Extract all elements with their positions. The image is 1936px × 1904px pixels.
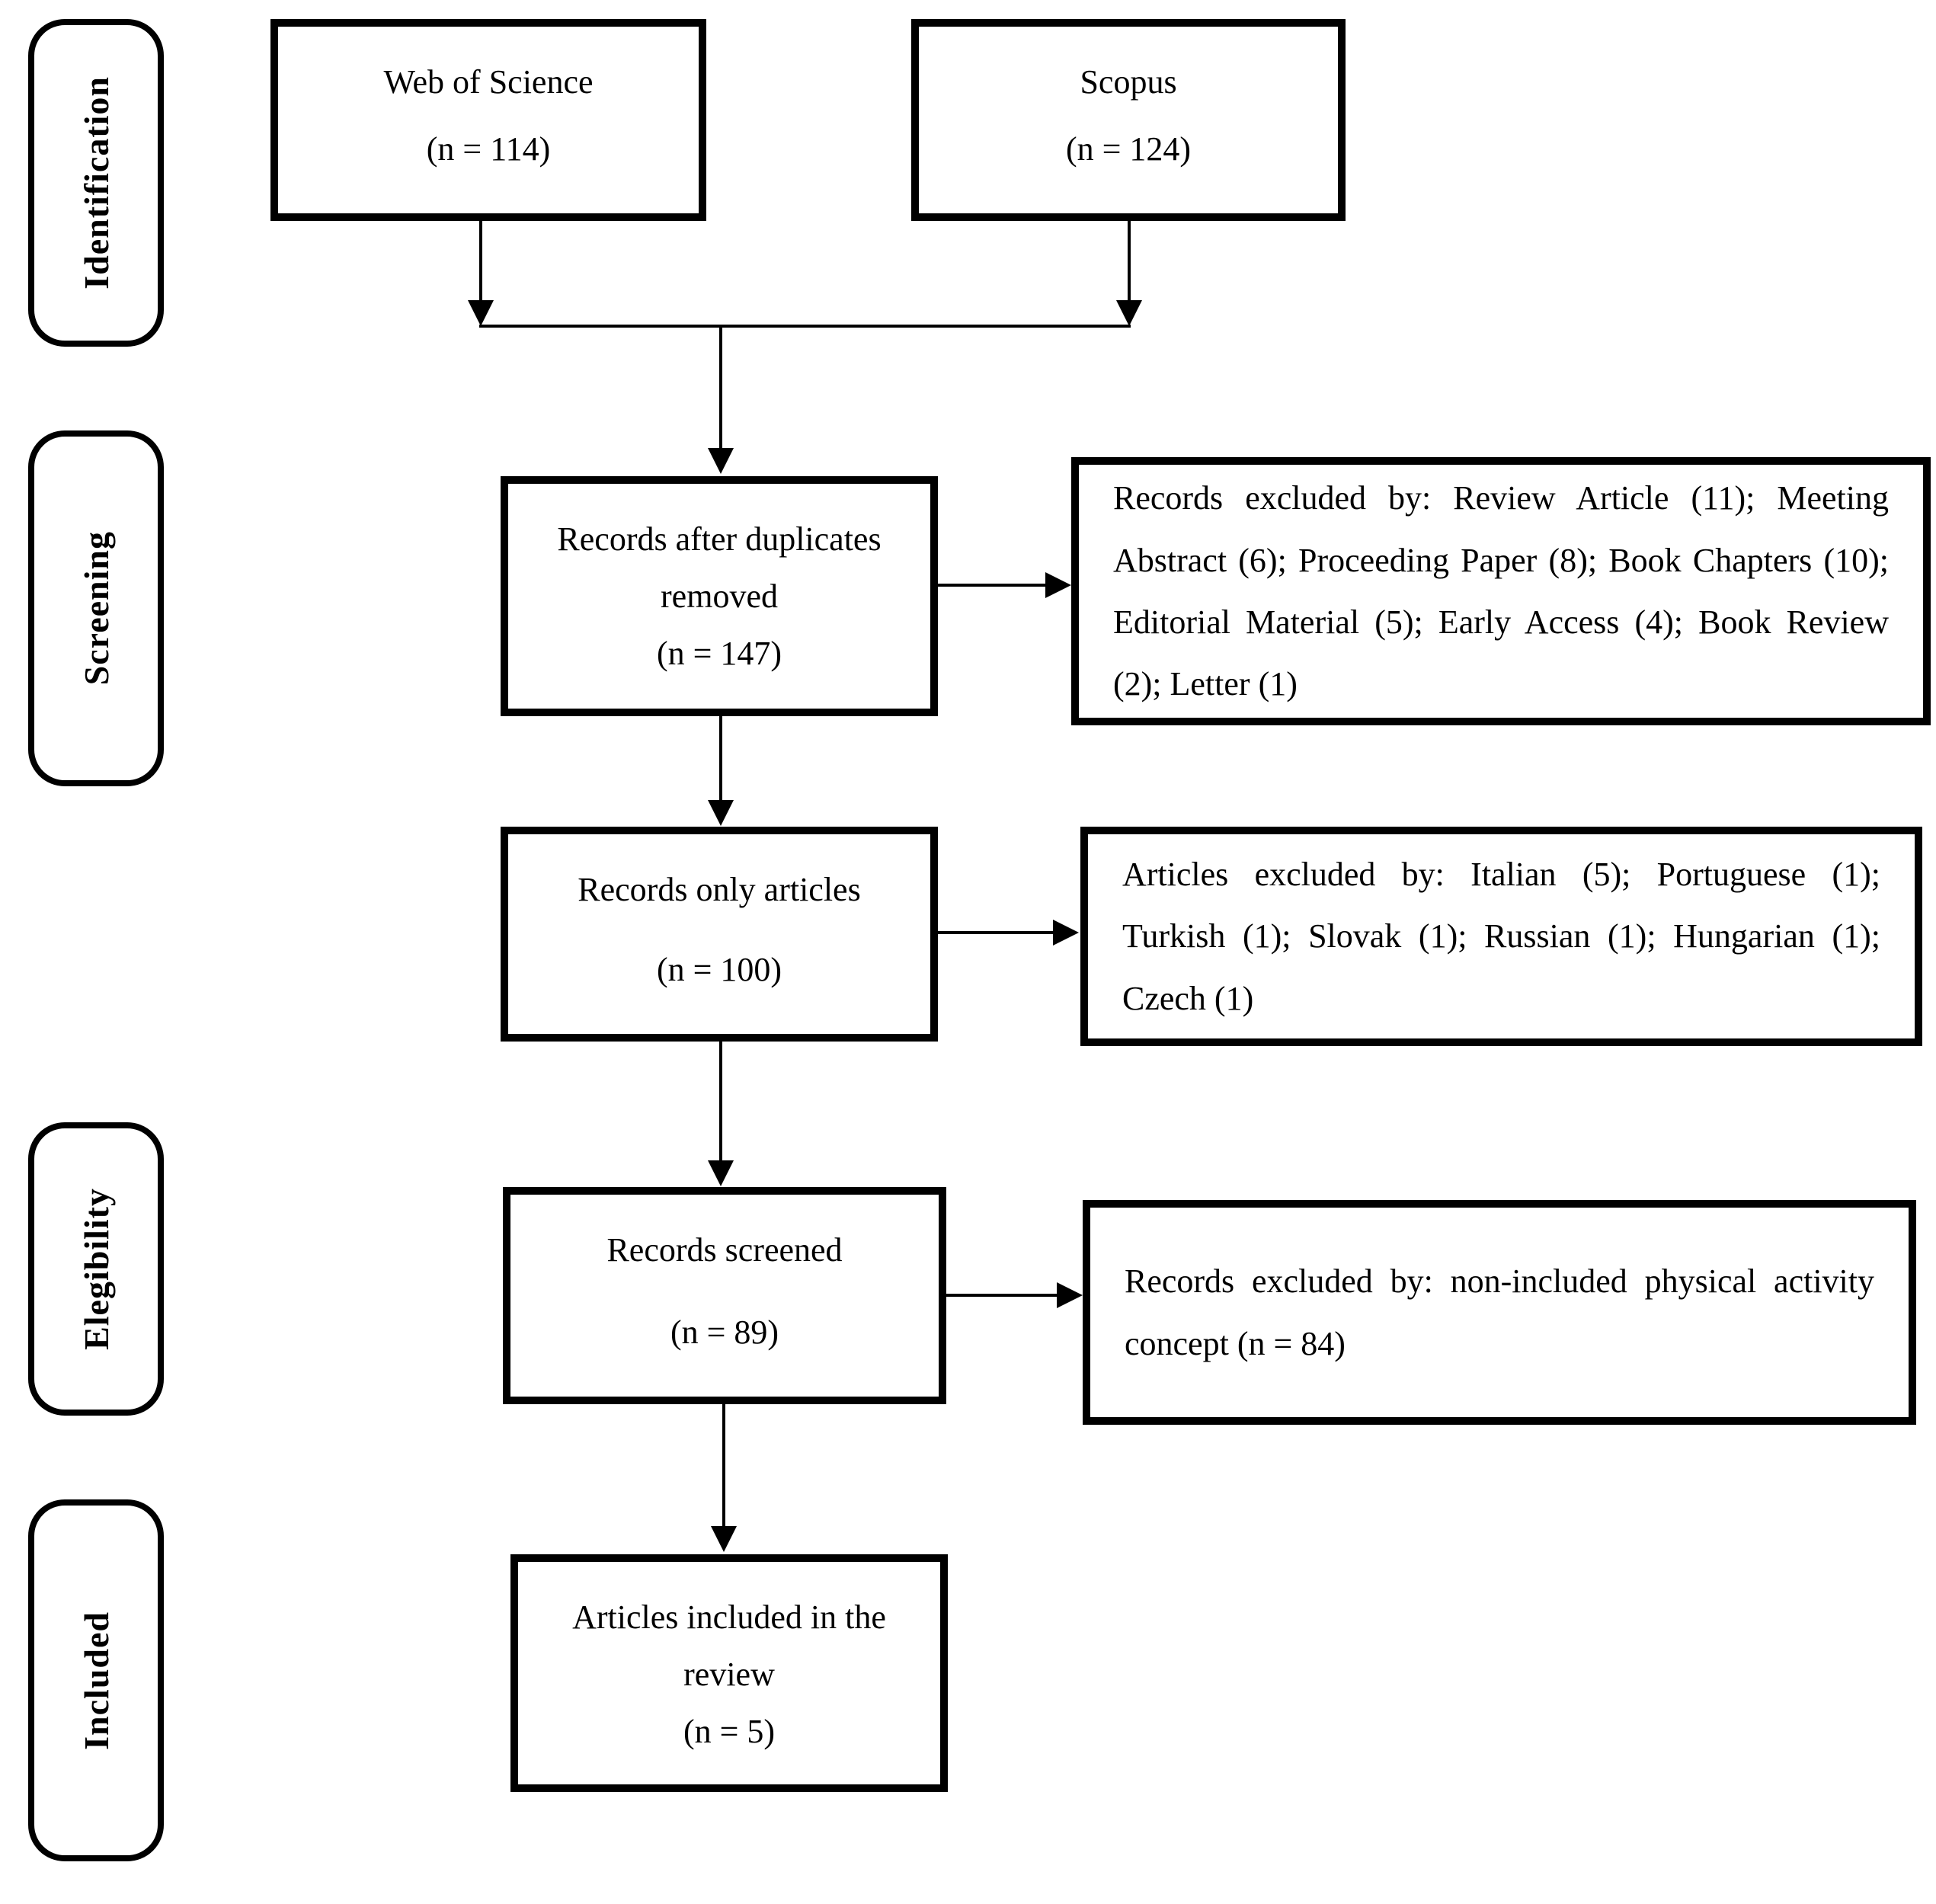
stage-elegibility: Elegibility [28,1122,164,1416]
stage-screening-label: Screening [76,531,116,686]
box-after-duplicates-count: (n = 147) [656,634,782,672]
box-excluded-concept-text: Records excluded by: non-included physic… [1125,1262,1874,1362]
box-web-of-science: Web of Science (n = 114) [270,19,706,221]
box-excluded-record-types-text: Records excluded by: Review Article (11)… [1113,479,1889,703]
connector-screened-to-included-line [722,1404,725,1526]
box-excluded-languages: Articles excluded by: Italian (5); Portu… [1080,827,1922,1046]
connector-wos-down-line [479,221,482,300]
connector-duplicates-to-exclusion1-arrowhead [1045,572,1071,598]
box-included-count: (n = 5) [683,1712,776,1750]
connector-only-articles-to-screened-line [719,1042,722,1160]
box-scopus-label: Scopus [1080,63,1177,101]
box-excluded-concept: Records excluded by: non-included physic… [1083,1200,1916,1425]
connector-screened-to-exclusion3-arrowhead [1057,1282,1083,1308]
connector-only-articles-to-screened-arrowhead [708,1160,734,1186]
connector-wos-down-arrowhead [468,300,494,326]
stage-included-label: Included [76,1611,116,1750]
connector-merge-to-duplicates-line [719,328,722,448]
box-web-of-science-count: (n = 114) [426,130,551,168]
box-included: Articles included in the review (n = 5) [510,1554,948,1792]
box-after-duplicates: Records after duplicates removed (n = 14… [501,476,938,716]
connector-scopus-down-line [1128,221,1131,300]
stage-elegibility-label: Elegibility [76,1188,116,1350]
box-screened: Records screened (n = 89) [503,1187,946,1404]
connector-only-articles-to-exclusion2-line [938,931,1053,934]
box-only-articles-count: (n = 100) [656,951,782,989]
box-web-of-science-label: Web of Science [383,63,594,101]
box-only-articles-label: Records only articles [578,871,861,908]
connector-scopus-down-arrowhead [1116,300,1142,326]
connector-screened-to-exclusion3-line [946,1294,1057,1297]
box-scopus: Scopus (n = 124) [911,19,1346,221]
connector-duplicates-to-only-articles-line [719,716,722,800]
box-after-duplicates-label: Records after duplicates removed [557,520,882,615]
connector-duplicates-to-exclusion1-line [938,584,1045,587]
connector-only-articles-to-exclusion2-arrowhead [1053,920,1079,946]
connector-merge-to-duplicates-arrowhead [708,448,734,474]
box-excluded-record-types: Records excluded by: Review Article (11)… [1071,457,1931,725]
stage-included: Included [28,1499,164,1861]
connector-screened-to-included-arrowhead [711,1526,737,1552]
box-included-label: Articles included in the review [572,1598,886,1693]
connector-duplicates-to-only-articles-arrowhead [708,800,734,826]
box-screened-label: Records screened [606,1231,843,1269]
box-scopus-count: (n = 124) [1065,130,1192,168]
box-excluded-languages-text: Articles excluded by: Italian (5); Portu… [1122,855,1880,1017]
stage-identification: Identification [28,19,164,347]
box-screened-count: (n = 89) [670,1314,779,1352]
stage-screening: Screening [28,430,164,786]
connector-merge-horizontal-line [479,325,1131,328]
stage-identification-label: Identification [76,76,116,290]
box-only-articles: Records only articles (n = 100) [501,827,938,1042]
